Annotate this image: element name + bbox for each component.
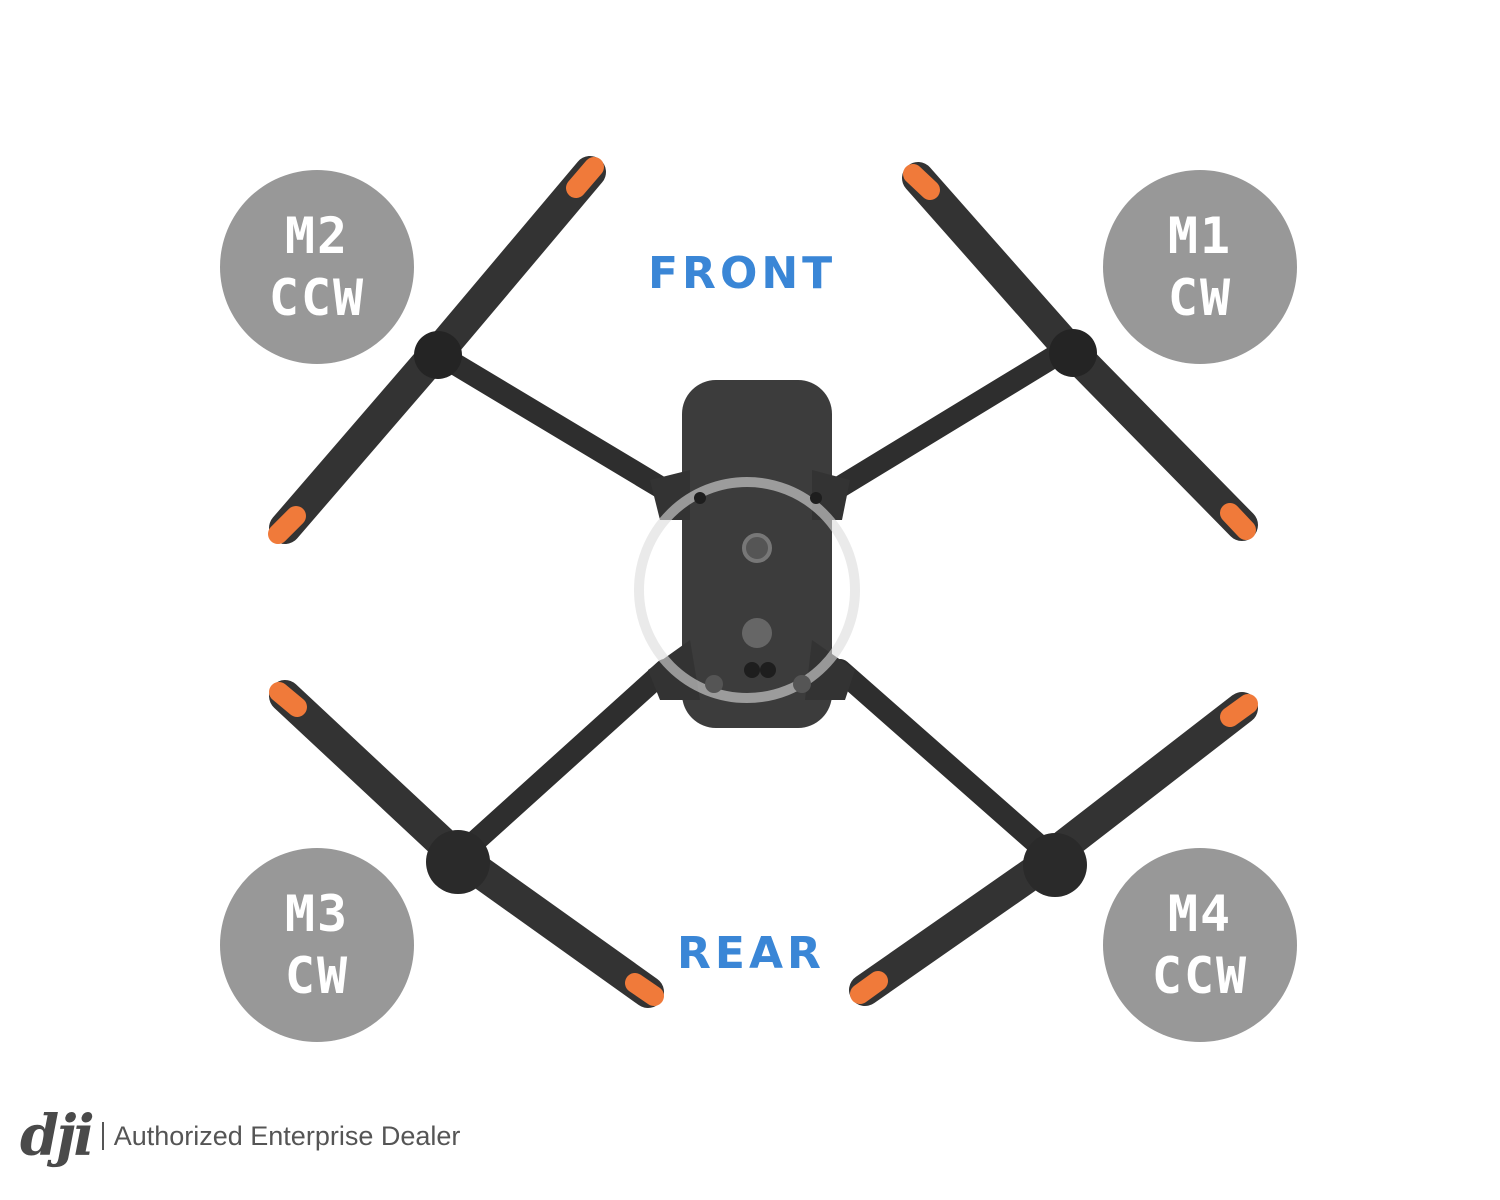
motor-id: M2 xyxy=(284,207,350,265)
rear-label: REAR xyxy=(677,928,825,979)
motor-direction: CW xyxy=(1167,269,1233,327)
motor-badge-m1: M1 CW xyxy=(1103,170,1297,364)
motor-badge-m4: M4 CCW xyxy=(1103,848,1297,1042)
propeller-m3 xyxy=(269,680,664,1008)
dji-logo: dji xyxy=(20,1103,95,1169)
footer: dji Authorized Enterprise Dealer xyxy=(20,1108,460,1164)
propeller-m4 xyxy=(849,692,1258,1006)
dealer-tagline: Authorized Enterprise Dealer xyxy=(101,1122,460,1150)
propeller-m1 xyxy=(902,162,1258,541)
motor-id: M3 xyxy=(284,885,350,943)
motor-direction: CW xyxy=(284,947,350,1005)
motor-direction: CCW xyxy=(268,269,366,327)
motor-direction: CCW xyxy=(1151,947,1249,1005)
arm-rear-left xyxy=(449,659,676,866)
drone-body xyxy=(634,380,860,728)
arm-rear-right xyxy=(829,659,1061,866)
front-label: FRONT xyxy=(648,248,837,299)
motor-badge-m3: M3 CW xyxy=(220,848,414,1042)
motor-id: M4 xyxy=(1167,885,1233,943)
arm-front-left xyxy=(429,344,676,501)
motor-badge-m2: M2 CCW xyxy=(220,170,414,364)
motor-id: M1 xyxy=(1167,207,1233,265)
propeller-m2 xyxy=(268,156,606,544)
arm-front-right xyxy=(824,339,1076,501)
